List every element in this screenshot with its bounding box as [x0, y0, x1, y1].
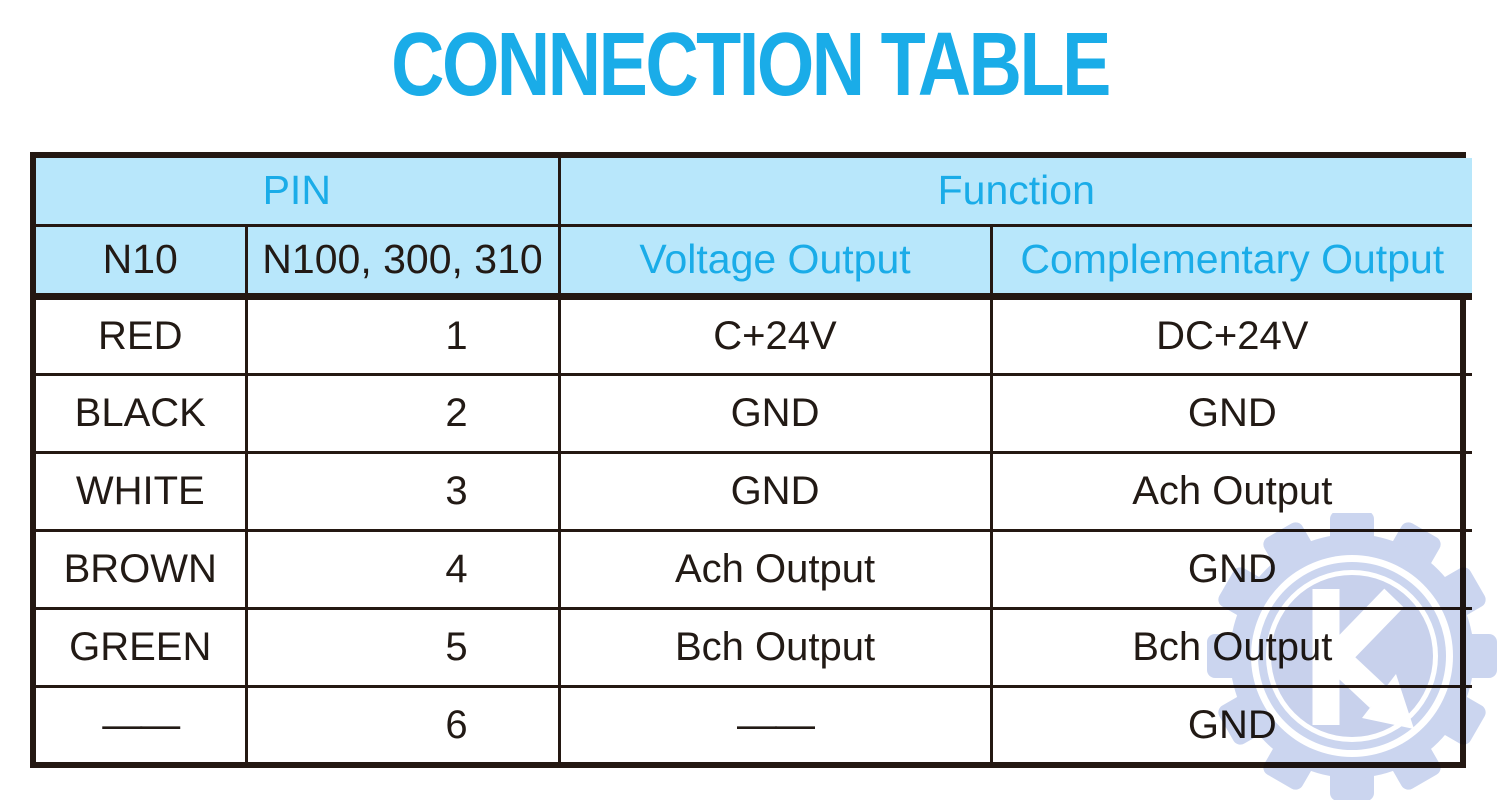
- voltage-output-cell: GND: [557, 450, 993, 532]
- complementary-output-cell: GND: [989, 528, 1473, 610]
- group-header-pin: PIN: [36, 158, 561, 227]
- table-row: BROWN 4 Ach Output GND: [36, 528, 1473, 610]
- group-header-row: PIN Function: [36, 158, 1473, 227]
- table-row: BLACK 2 GND GND: [36, 372, 1473, 454]
- column-header-row: N10 N100, 300, 310 Voltage Output Comple…: [36, 223, 1473, 300]
- wire-color-cell: BLACK: [36, 372, 248, 454]
- page-title: CONNECTION TABLE: [391, 15, 1111, 115]
- pin-number-cell: 1: [244, 294, 561, 376]
- voltage-output-cell: Ach Output: [557, 528, 993, 610]
- wire-color-cell: ——: [36, 684, 248, 764]
- column-header-n10: N10: [36, 223, 248, 300]
- wire-color-cell: WHITE: [36, 450, 248, 532]
- connection-table: PIN Function N10 N100, 300, 310 Voltage …: [30, 152, 1473, 768]
- table-row: WHITE 3 GND Ach Output: [36, 450, 1473, 532]
- wire-color-cell: GREEN: [36, 606, 248, 688]
- connection-table-grid: PIN Function N10 N100, 300, 310 Voltage …: [36, 158, 1473, 764]
- table-row: RED 1 C+24V DC+24V: [36, 294, 1473, 376]
- complementary-output-cell: GND: [989, 684, 1473, 764]
- voltage-output-cell: ——: [557, 684, 993, 764]
- complementary-output-cell: GND: [989, 372, 1473, 454]
- voltage-output-cell: C+24V: [557, 294, 993, 376]
- column-header-voltage-output: Voltage Output: [557, 223, 993, 300]
- wire-color-cell: BROWN: [36, 528, 248, 610]
- wire-color-cell: RED: [36, 294, 248, 376]
- complementary-output-cell: DC+24V: [989, 294, 1473, 376]
- table-row: GREEN 5 Bch Output Bch Output: [36, 606, 1473, 688]
- column-header-n100-300-310: N100, 300, 310: [244, 223, 561, 300]
- pin-number-cell: 5: [244, 606, 561, 688]
- voltage-output-cell: Bch Output: [557, 606, 993, 688]
- column-header-complementary-output: Complementary Output: [989, 223, 1473, 300]
- group-header-function: Function: [557, 158, 1473, 227]
- pin-number-cell: 3: [244, 450, 561, 532]
- complementary-output-cell: Bch Output: [989, 606, 1473, 688]
- pin-number-cell: 6: [244, 684, 561, 764]
- pin-number-cell: 2: [244, 372, 561, 454]
- table-row: —— 6 —— GND: [36, 684, 1473, 764]
- pin-number-cell: 4: [244, 528, 561, 610]
- complementary-output-cell: Ach Output: [989, 450, 1473, 532]
- voltage-output-cell: GND: [557, 372, 993, 454]
